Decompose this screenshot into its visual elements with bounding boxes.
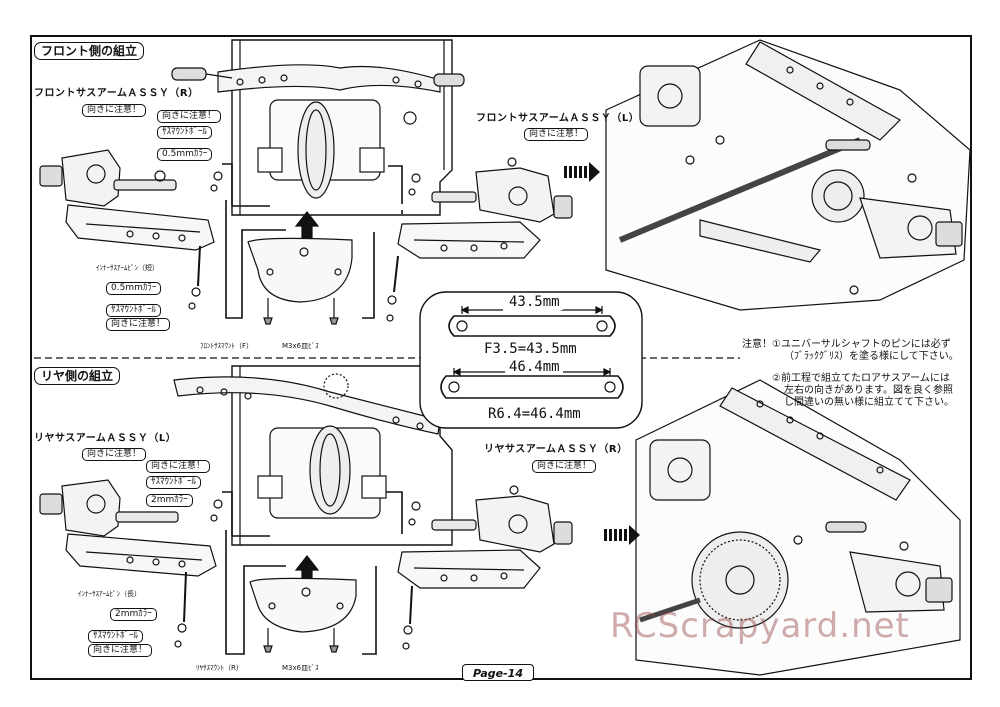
rear-sus-ball-label: ｻｽﾏｳﾝﾄﾎﾞｰﾙ xyxy=(146,476,202,489)
rear-screw-label: M3x6皿ﾋﾞｽ xyxy=(282,664,319,672)
rear-link-length: 46.4mm xyxy=(506,359,563,375)
rear-caution-label-r: 向きに注意！ xyxy=(532,460,597,473)
rear-section-title: リヤ側の組立 xyxy=(34,367,121,385)
front-sus-ball-label: ｻｽﾏｳﾝﾄﾎﾞｰﾙ xyxy=(157,126,213,139)
front-chassis-drawing xyxy=(171,39,465,247)
front-caution-label-3: 向きに注意！ xyxy=(106,318,171,331)
rear-inner-pin-label: ｲﾝﾅｰｻｽｱｰﾑﾋﾟﾝ（長） xyxy=(78,590,141,598)
front-caution-label-2: 向きに注意！ xyxy=(157,110,222,123)
rear-caution-label-3: 向きに注意！ xyxy=(88,644,153,657)
rear-mount-label: ﾘﾔｻｽﾏｳﾝﾄ（R） xyxy=(196,664,243,672)
front-arm-r-drawing xyxy=(39,149,223,310)
rear-arm-l-title: リヤサスアームＡＳＳＹ（L） xyxy=(34,433,177,444)
note-line-5: し間違いの無い様に組立てて下さい。 xyxy=(784,397,954,408)
front-inner-pin-label: ｲﾝﾅｰｻｽｱｰﾑﾋﾟﾝ（短） xyxy=(96,264,159,272)
front-link-length: 43.5mm xyxy=(506,294,563,310)
rear-caution-label-2: 向きに注意！ xyxy=(146,460,211,473)
rear-link-equation: R6.4=46.4mm xyxy=(488,406,581,422)
front-link-equation: F3.5=43.5mm xyxy=(484,341,577,357)
rear-chassis-drawing xyxy=(173,365,453,591)
front-caution-label-l: 向きに注意！ xyxy=(524,128,589,141)
front-mount-label: ﾌﾛﾝﾄｻｽﾏｳﾝﾄ（F） xyxy=(200,342,254,350)
front-leader-lines xyxy=(222,163,403,319)
rear-arrow xyxy=(604,525,640,545)
rear-camber-link xyxy=(440,368,624,399)
front-sus-ball-label-2: ｻｽﾏｳﾝﾄﾎﾞｰﾙ xyxy=(106,304,162,317)
note-line-3: ②前工程で組立てたロアサスアームには xyxy=(772,373,950,384)
note-line-1: 注意！①ユニバーサルシャフトのピンには必ず xyxy=(742,339,951,350)
rear-collar-label-2: 2mmｶﾗｰ xyxy=(110,608,157,621)
front-camber-link xyxy=(448,306,616,337)
front-3d-view xyxy=(605,39,971,311)
note-line-2: （ﾌﾞﾗｯｸｸﾞﾘｽ）を塗る様にして下さい。 xyxy=(784,351,959,362)
rear-collar-label: 2mmｶﾗｰ xyxy=(146,494,193,507)
front-screw-label: M3x6皿ﾋﾞｽ xyxy=(282,342,319,350)
rear-sus-mount-drawing xyxy=(249,577,357,653)
front-sus-mount-drawing xyxy=(247,237,353,325)
watermark: RCScrapyard.net xyxy=(610,606,910,646)
front-caution-label: 向きに注意！ xyxy=(82,104,147,117)
rear-arm-r-title: リヤサスアームＡＳＳＹ（R） xyxy=(484,444,628,455)
front-arrow xyxy=(564,162,600,182)
rear-3d-view xyxy=(635,379,961,676)
rear-arm-r-drawing xyxy=(397,485,573,650)
rear-caution-label: 向きに注意！ xyxy=(82,448,147,461)
rear-leader-lines xyxy=(222,491,403,655)
front-arm-l-drawing xyxy=(386,157,573,322)
rear-sus-ball-label-2: ｻｽﾏｳﾝﾄﾎﾞｰﾙ xyxy=(88,630,144,643)
note-line-4: 左右の向きがあります。図を良く参照 xyxy=(784,385,953,396)
front-arm-l-title: フロントサスアームＡＳＳＹ（L） xyxy=(476,113,640,124)
front-section-title: フロント側の組立 xyxy=(34,42,145,60)
front-arm-r-title: フロントサスアームＡＳＳＹ（R） xyxy=(34,88,199,99)
front-collar-label-2: 0.5mmｶﾗｰ xyxy=(106,282,162,295)
rear-arm-l-drawing xyxy=(39,479,223,648)
page-number: Page-14 xyxy=(462,664,534,681)
front-collar-label: 0.5mmｶﾗｰ xyxy=(157,148,213,161)
